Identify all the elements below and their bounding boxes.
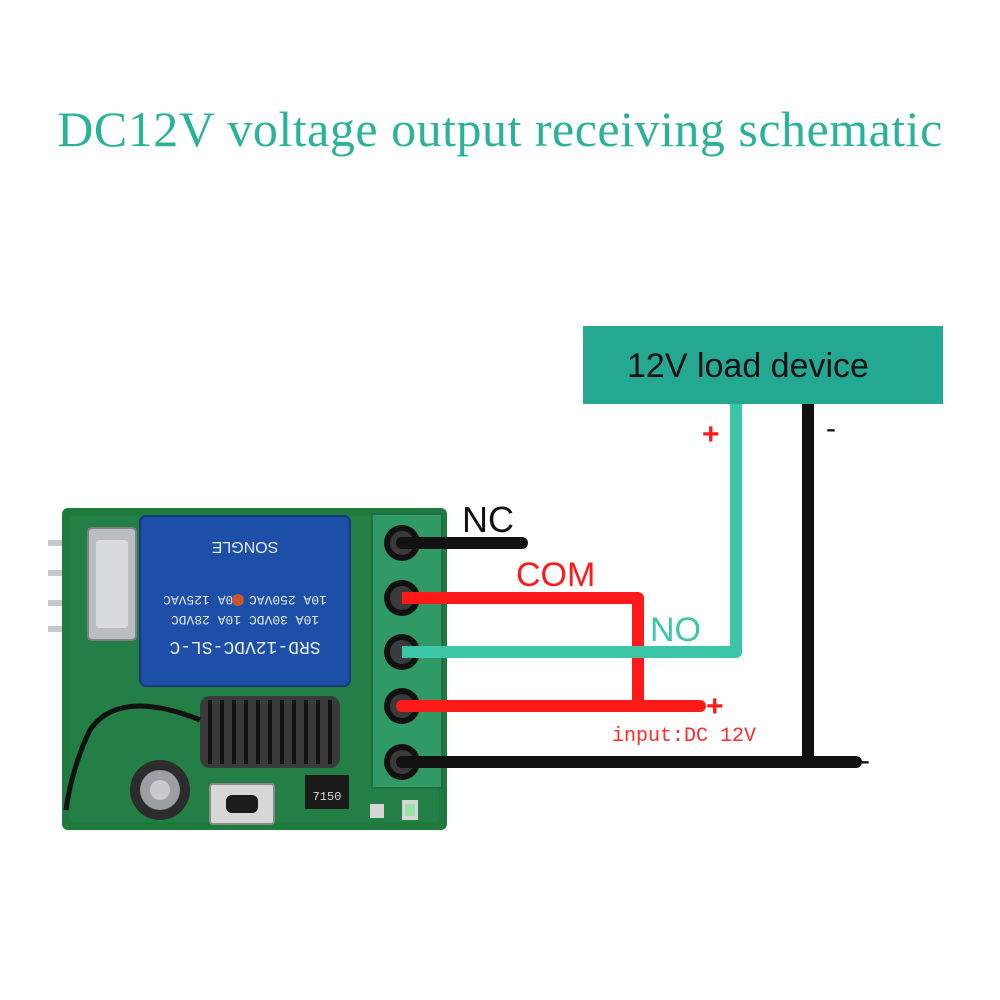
relay-body — [139, 515, 351, 687]
relay-rating-2: 10A 250VAC 10A 125VAC — [163, 592, 327, 607]
input-label: input:DC 12V — [612, 725, 756, 748]
relay-model: SRD-12VDC-SL-C — [169, 636, 320, 656]
capacitor — [130, 760, 190, 820]
page-title: DC12V voltage output receiving schematic — [57, 101, 943, 157]
wires — [396, 404, 862, 768]
input-minus-sign: - — [860, 744, 870, 777]
led — [370, 804, 384, 818]
relay-brand: SONGLE — [212, 538, 279, 555]
header-pin — [48, 626, 62, 632]
load-plus-sign: + — [702, 418, 720, 451]
coil-antenna — [63, 696, 340, 811]
load-device-box — [583, 326, 943, 404]
com-label: COM — [516, 556, 595, 594]
input-plus-sign: + — [706, 690, 724, 723]
com-wire — [402, 592, 644, 700]
relay-rating-1: 10A 30VDC 10A 28VDC — [171, 612, 319, 627]
ic-chip — [305, 775, 349, 809]
relay: SRD-12VDC-SL-C 10A 30VDC 10A 28VDC 10A 2… — [139, 515, 351, 687]
header-pin — [48, 600, 62, 606]
load-minus-sign: - — [826, 412, 836, 445]
ic-part-code: 7150 — [313, 790, 342, 804]
no-wire — [402, 404, 742, 658]
header-pin — [48, 540, 62, 546]
nc-label: NC — [462, 499, 514, 540]
header-pin — [48, 570, 62, 576]
push-button — [209, 783, 275, 825]
no-label: NO — [650, 611, 701, 649]
load-device-label: 12V load device — [627, 347, 869, 385]
